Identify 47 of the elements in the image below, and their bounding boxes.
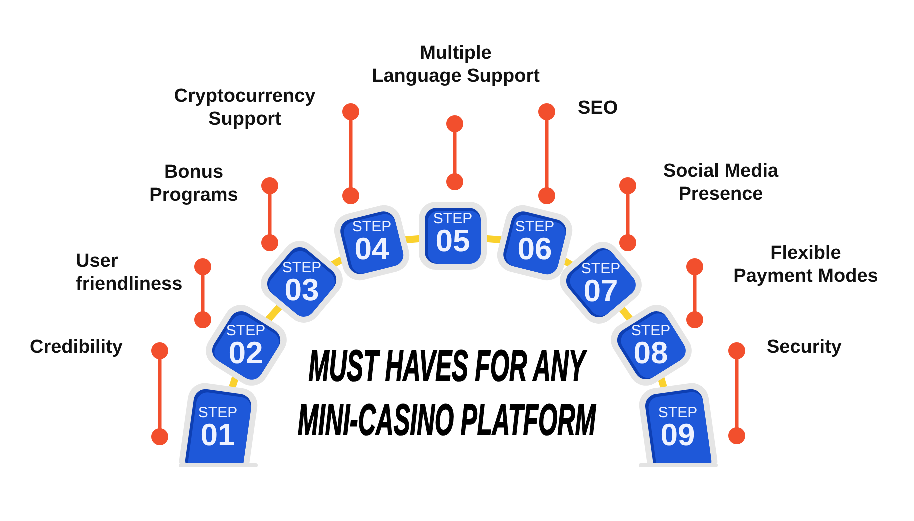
step-label: STEP [433, 210, 473, 228]
step-label: STEP [631, 322, 671, 340]
step-label: STEP [282, 260, 322, 276]
step-label: STEP [352, 218, 392, 236]
step-number: 06 [518, 236, 552, 264]
title: MUST HAVES FOR ANY MINI-CASINO PLATFORM [297, 341, 598, 447]
step-label: STEP [658, 404, 698, 422]
step-number: 02 [228, 340, 264, 368]
connector [658, 376, 668, 389]
step-label: STEP [515, 218, 555, 236]
dot-leader-line [728, 342, 746, 444]
step-tile [178, 382, 258, 467]
step-number: 09 [660, 422, 696, 450]
step-number: 05 [436, 228, 470, 256]
dot-leader-line [538, 104, 556, 204]
feature-label: Social Media Presence [663, 160, 779, 206]
step-label: STEP [198, 404, 238, 422]
step-number: 01 [200, 422, 236, 450]
dot-leader-line [152, 342, 168, 446]
connector [619, 306, 633, 322]
feature-label: Multiple Language Support [372, 42, 540, 88]
connector [266, 304, 283, 322]
step-number: 04 [354, 236, 390, 264]
dot-leader-line [446, 116, 464, 190]
step-number: 03 [284, 276, 320, 304]
feature-label: SEO [578, 97, 618, 120]
step-number: 08 [634, 340, 668, 368]
step-tile [638, 382, 718, 467]
connector [405, 235, 420, 244]
connector [229, 376, 239, 389]
dot-leader-line [262, 178, 278, 252]
step-tile [419, 202, 487, 270]
connector [486, 235, 502, 244]
step-label: STEP [581, 260, 621, 278]
dot-leader-line [686, 258, 704, 328]
feature-label: Cryptocurrency Support [174, 85, 316, 131]
step-label: STEP [226, 322, 266, 340]
feature-label: User friendliness [76, 250, 183, 296]
feature-label: Bonus Programs [150, 161, 238, 207]
dot-leader-line [342, 104, 360, 204]
dot-leader-line [194, 258, 212, 328]
feature-label: Security [767, 336, 842, 359]
connector [331, 256, 344, 268]
feature-label: Credibility [30, 336, 123, 359]
dot-leader-line [620, 178, 636, 252]
feature-label: Flexible Payment Modes [734, 242, 878, 288]
step-number: 07 [584, 278, 618, 306]
